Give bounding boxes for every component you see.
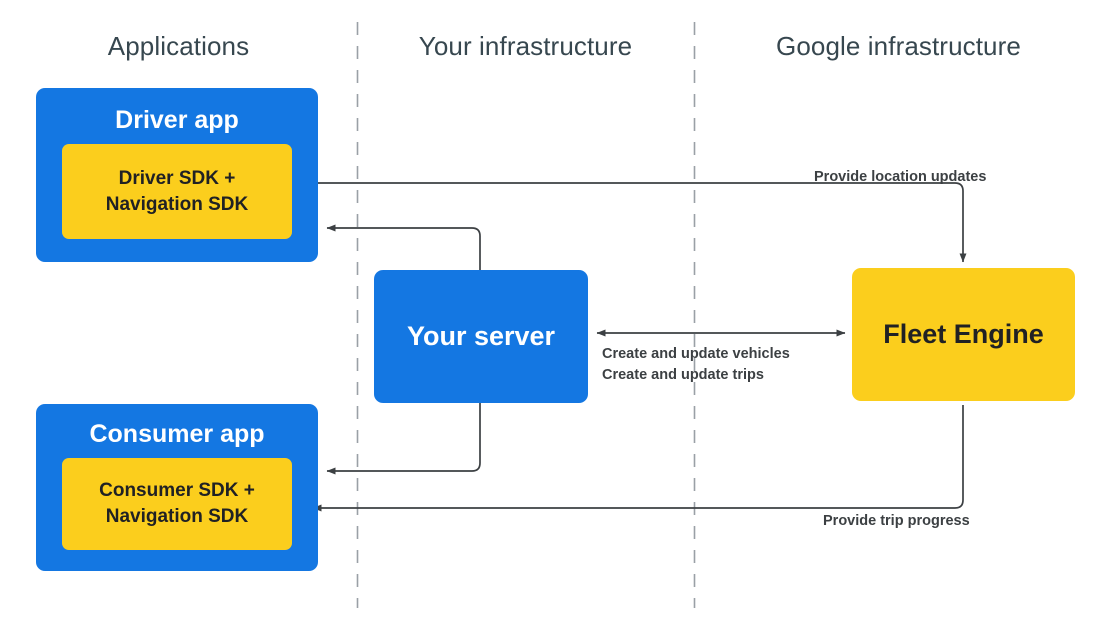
node-consumer-sdk[interactable]: Consumer SDK + Navigation SDK bbox=[62, 458, 292, 550]
driver-app-title: Driver app bbox=[115, 106, 239, 134]
edge-your-server-to-driver-app bbox=[326, 224, 481, 270]
edge-label-provide-location-updates: Provide location updates bbox=[814, 169, 987, 185]
column-header-your-infrastructure: Your infrastructure bbox=[418, 31, 633, 61]
fleet-engine-label: Fleet Engine bbox=[883, 319, 1044, 349]
column-header-google-infrastructure: Google infrastructure bbox=[776, 31, 1021, 61]
node-consumer-app[interactable]: Consumer app Consumer SDK + Navigation S… bbox=[36, 404, 318, 571]
node-driver-app[interactable]: Driver app Driver SDK + Navigation SDK bbox=[36, 88, 318, 262]
driver-sdk-line-1: Driver SDK + bbox=[118, 167, 236, 189]
node-your-server[interactable]: Your server bbox=[374, 270, 588, 403]
node-driver-sdk[interactable]: Driver SDK + Navigation SDK bbox=[62, 144, 292, 239]
edge-label-create-and-update: Create and update vehicles Create and up… bbox=[602, 344, 790, 386]
driver-sdk-line-2: Navigation SDK bbox=[105, 193, 249, 215]
edge-driver-sdk-to-fleet-engine bbox=[286, 182, 967, 263]
consumer-sdk-line-1: Consumer SDK + bbox=[99, 480, 255, 502]
edge-label-provide-trip-progress: Provide trip progress bbox=[823, 513, 970, 529]
edge-your-server-to-consumer-app bbox=[326, 403, 481, 475]
edge-label-create-update-vehicles: Create and update vehicles bbox=[602, 346, 790, 362]
node-fleet-engine[interactable]: Fleet Engine bbox=[852, 268, 1075, 401]
edge-fleet-engine-to-consumer-sdk bbox=[312, 405, 964, 512]
your-server-label: Your server bbox=[406, 321, 556, 351]
column-header-applications: Applications bbox=[107, 31, 250, 61]
consumer-sdk-line-2: Navigation SDK bbox=[105, 506, 249, 527]
edge-label-create-update-trips: Create and update trips bbox=[602, 367, 764, 384]
consumer-app-title: Consumer app bbox=[89, 420, 265, 448]
